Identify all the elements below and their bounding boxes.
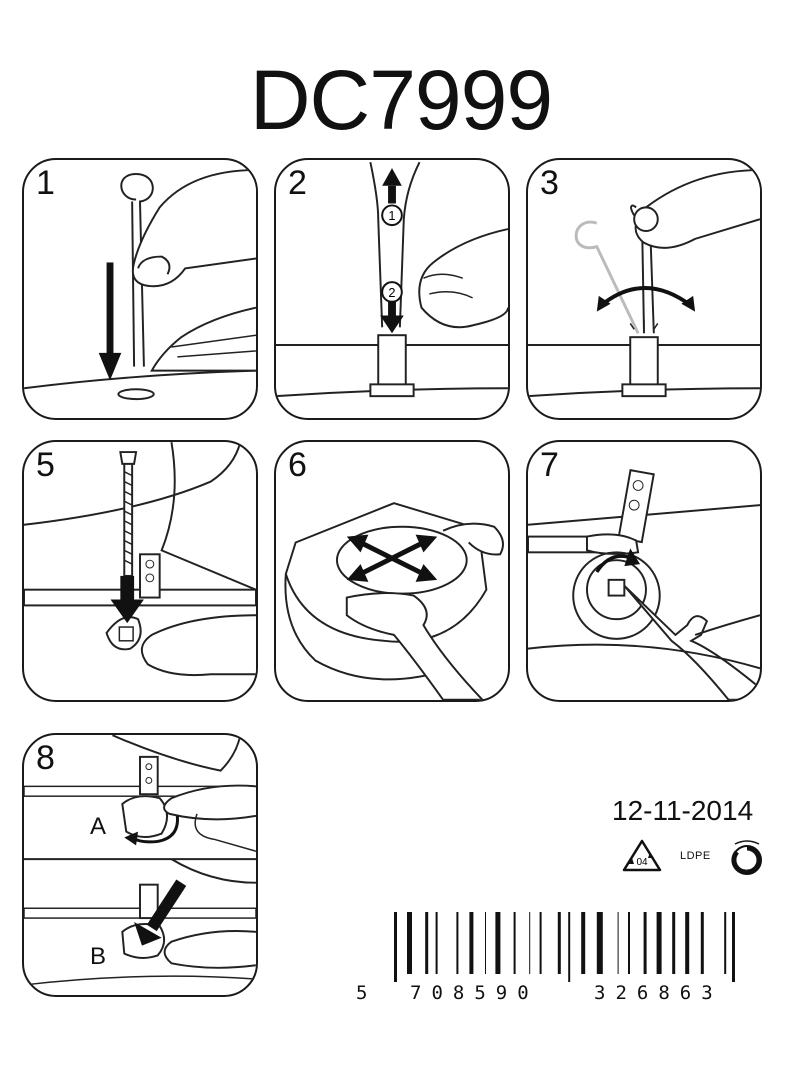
step-2-panel: 2 1 2 <box>274 158 510 420</box>
barcode-bar <box>514 912 516 974</box>
material-label: LDPE <box>680 850 711 862</box>
barcode-left-digits: 708590 <box>410 982 539 1004</box>
substep-b-label: B <box>90 943 106 971</box>
step-number: 7 <box>540 448 559 482</box>
barcode-bar <box>628 912 630 974</box>
barcode-bar <box>724 912 726 974</box>
barcode-bar <box>529 912 530 974</box>
barcode-bar <box>495 912 500 974</box>
barcode-bar <box>568 912 570 982</box>
step-7-panel: 7 <box>526 440 762 702</box>
barcode-bar <box>672 912 675 974</box>
barcode-bar <box>581 912 585 974</box>
step-1-panel: 1 <box>22 158 258 420</box>
step-6-illustration <box>276 442 508 700</box>
step-2-illustration: 1 2 <box>276 160 508 418</box>
barcode-bar <box>540 912 542 974</box>
step-5-illustration <box>24 442 256 700</box>
step-1-illustration <box>24 160 256 418</box>
step-number: 5 <box>36 448 55 482</box>
barcode-bar <box>456 912 458 974</box>
barcode-bar <box>685 912 689 974</box>
barcode-bar <box>597 912 603 974</box>
marker-1: 1 <box>388 208 395 223</box>
barcode-bar <box>485 912 486 974</box>
barcode-right-digits: 326863 <box>594 982 723 1004</box>
step-8-panel: 8 A B <box>22 733 258 997</box>
barcode-bar <box>701 912 704 974</box>
step-5-panel: 5 <box>22 440 258 702</box>
step-number: 1 <box>36 166 55 200</box>
barcode-bar <box>618 912 619 974</box>
barcode-first-digit: 5 <box>356 982 367 1004</box>
step-number: 6 <box>288 448 307 482</box>
step-6-panel: 6 <box>274 440 510 702</box>
step-number: 8 <box>36 741 55 775</box>
step-number: 3 <box>540 166 559 200</box>
barcode-bar <box>732 912 735 982</box>
step-8-illustration <box>24 735 256 995</box>
barcode-bar <box>657 912 662 974</box>
barcode-bar <box>394 912 397 982</box>
step-number: 2 <box>288 166 307 200</box>
step-3-panel: 3 <box>526 158 762 420</box>
recycle-code: 04 <box>636 857 648 868</box>
barcode-bar <box>425 912 428 974</box>
barcode <box>394 912 766 982</box>
barcode-bar <box>407 912 412 974</box>
green-dot-icon <box>727 838 767 878</box>
barcode-bar <box>469 912 473 974</box>
production-date: 12-11-2014 <box>612 795 753 827</box>
step-3-illustration <box>528 160 760 418</box>
substep-a-label: A <box>90 813 106 841</box>
barcode-bar <box>436 912 438 974</box>
barcode-bar <box>644 912 647 974</box>
marker-2: 2 <box>388 285 395 300</box>
step-7-illustration <box>528 442 760 700</box>
product-code-title: DC7999 <box>0 58 802 142</box>
recycle-triangle-icon: 04 <box>620 838 664 874</box>
barcode-bar <box>558 912 561 974</box>
